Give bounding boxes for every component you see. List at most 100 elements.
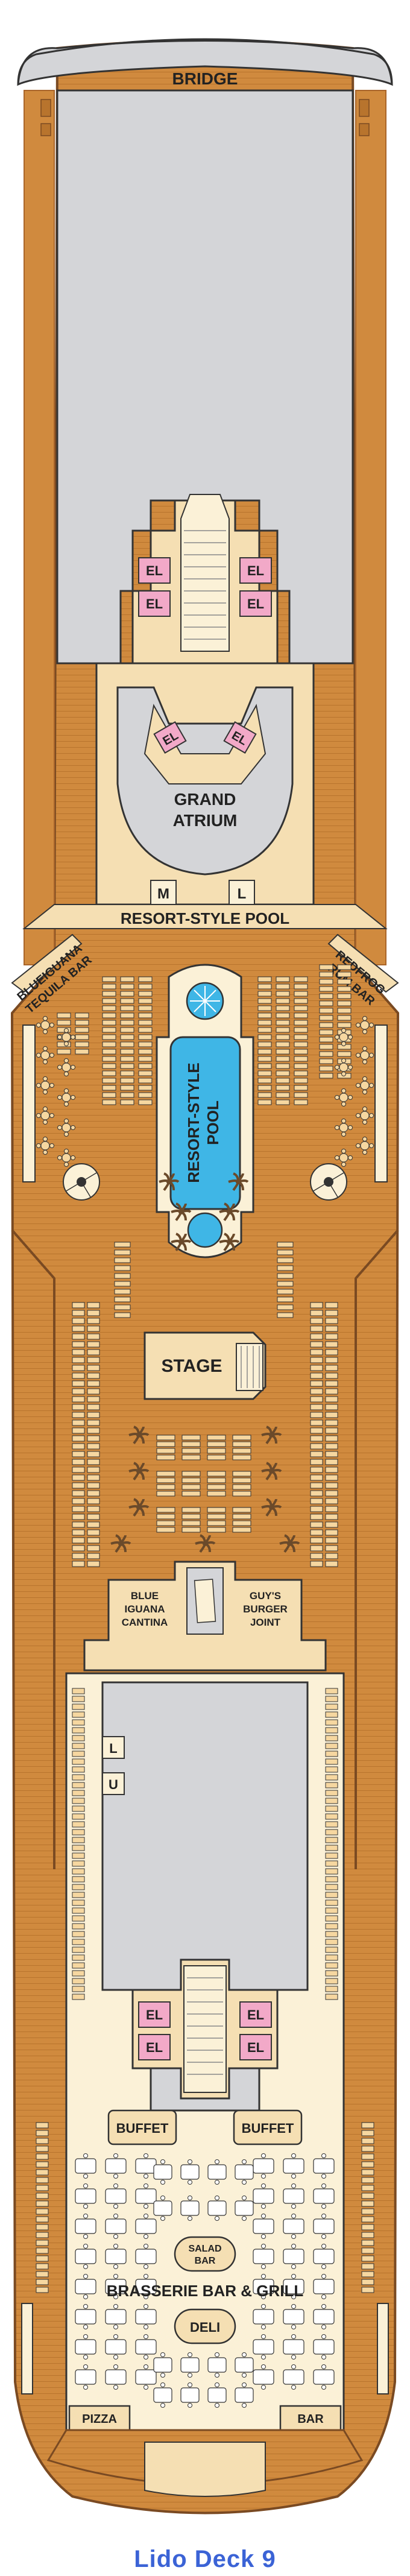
lounge-chair bbox=[361, 2145, 374, 2152]
lounge-chair bbox=[156, 1514, 175, 1520]
palm-trees bbox=[110, 1172, 300, 1553]
round-table bbox=[57, 1058, 75, 1076]
lounge-chair bbox=[325, 1419, 338, 1426]
lounge-chair bbox=[102, 1049, 116, 1055]
lounge-chair bbox=[72, 1310, 85, 1316]
lounge-chair bbox=[277, 1273, 294, 1279]
lounge-chair bbox=[138, 1005, 153, 1011]
lounge-chair bbox=[310, 1349, 323, 1356]
grand-atrium-label: GRAND bbox=[174, 790, 236, 809]
dining-table bbox=[313, 2183, 335, 2209]
lounge-chair bbox=[72, 1529, 85, 1536]
lounge-chair bbox=[72, 1750, 85, 1757]
lounge-chair bbox=[277, 1242, 294, 1248]
lounge-chair bbox=[102, 1099, 116, 1105]
lounge-chair bbox=[310, 1404, 323, 1410]
lounge-chair bbox=[294, 1078, 308, 1084]
lounge-chair bbox=[310, 1412, 323, 1418]
lounge-chair bbox=[257, 1027, 272, 1033]
dining-table bbox=[105, 2214, 127, 2239]
lounge-chair bbox=[325, 1829, 338, 1836]
lounge-chair bbox=[138, 1012, 153, 1018]
lounge-chair bbox=[361, 2122, 374, 2129]
lounge-chair bbox=[72, 1821, 85, 1828]
lounge-chair bbox=[257, 1005, 272, 1011]
lounge-chair bbox=[276, 983, 290, 990]
lounge-chair bbox=[361, 2138, 374, 2144]
lounge-chair bbox=[325, 1561, 338, 1567]
round-table bbox=[57, 1119, 75, 1137]
lounge-chair bbox=[72, 1703, 85, 1710]
dining-table bbox=[180, 2382, 200, 2408]
lounge-chair bbox=[325, 1703, 338, 1710]
lounge-chair bbox=[325, 1514, 338, 1520]
lounge-chair bbox=[207, 1527, 226, 1533]
lounge-chair bbox=[72, 1774, 85, 1781]
dining-table bbox=[75, 2244, 96, 2269]
lounge-chair bbox=[57, 1027, 71, 1033]
starboard-ramp bbox=[374, 1024, 388, 1182]
lounge-chair bbox=[310, 1443, 323, 1450]
lounge-chair bbox=[114, 1265, 131, 1271]
starboard-hatch-1 bbox=[359, 99, 370, 117]
dining-table bbox=[283, 2304, 304, 2329]
lounge-chair bbox=[207, 1435, 226, 1441]
lounge-chair bbox=[325, 1923, 338, 1930]
dining-table bbox=[253, 2304, 274, 2329]
lounge-chair bbox=[325, 1490, 338, 1497]
lounge-chair bbox=[181, 1435, 201, 1441]
brasserie-label: BRASSERIE BAR & GRILL bbox=[107, 2282, 304, 2300]
dining-table bbox=[235, 2352, 254, 2378]
dining-table bbox=[313, 2334, 335, 2360]
lounge-chair bbox=[102, 976, 116, 982]
lounge-chair bbox=[36, 2200, 49, 2207]
midship-rail-starboard bbox=[355, 1229, 399, 1869]
lounge-chair bbox=[325, 1790, 338, 1796]
lounge-chair bbox=[325, 1333, 338, 1340]
lounge-chair bbox=[207, 1441, 226, 1447]
lounge-chair bbox=[120, 1063, 134, 1069]
round-table bbox=[36, 1106, 54, 1125]
lounge-chair bbox=[325, 1782, 338, 1788]
lounge-chair bbox=[337, 993, 352, 999]
lounge-chair bbox=[310, 1388, 323, 1395]
lounge-chair bbox=[87, 1474, 100, 1481]
lounge-chair bbox=[325, 1907, 338, 1914]
elevator-label: EL bbox=[247, 2007, 264, 2022]
lounge-chair bbox=[72, 1365, 85, 1371]
lounge-chair bbox=[138, 1041, 153, 1047]
elevator-label: EL bbox=[146, 2040, 163, 2055]
aft-stair-steps bbox=[187, 1977, 223, 2075]
lounge-chair bbox=[72, 1537, 85, 1544]
dining-table bbox=[283, 2334, 304, 2360]
lounge-chair bbox=[87, 1419, 100, 1426]
palm-tree bbox=[195, 1534, 216, 1553]
port-ramp bbox=[22, 1024, 36, 1182]
lounge-chair bbox=[325, 1876, 338, 1883]
lounge-chair bbox=[87, 1341, 100, 1348]
lounge-chair bbox=[102, 983, 116, 990]
lounge-chair bbox=[75, 1012, 89, 1018]
lounge-chair bbox=[120, 1012, 134, 1018]
lounge-chair bbox=[232, 1454, 251, 1460]
lounge-chair bbox=[310, 1435, 323, 1442]
atrium-elevator bbox=[153, 721, 187, 754]
atrium-elevator bbox=[223, 721, 257, 754]
bow-rim-outer bbox=[17, 38, 393, 85]
lounge-chair bbox=[120, 1092, 134, 1098]
lounge-chair bbox=[319, 1015, 333, 1021]
stern-bench bbox=[377, 2303, 389, 2394]
dining-table bbox=[75, 2214, 96, 2239]
lounge-chair bbox=[138, 991, 153, 997]
lounge-chair bbox=[36, 2263, 49, 2270]
lounge-chair bbox=[87, 1372, 100, 1379]
lounge-chair bbox=[120, 983, 134, 990]
lounge-chair bbox=[114, 1281, 131, 1287]
lounge-chair bbox=[72, 1813, 85, 1820]
lounge-chair bbox=[72, 1451, 85, 1457]
side-lounge-chairs bbox=[36, 1302, 374, 2293]
lounge-chair bbox=[325, 1545, 338, 1552]
elevator-box bbox=[239, 590, 272, 617]
dining-table bbox=[283, 2153, 304, 2179]
lounge-chair bbox=[87, 1325, 100, 1332]
